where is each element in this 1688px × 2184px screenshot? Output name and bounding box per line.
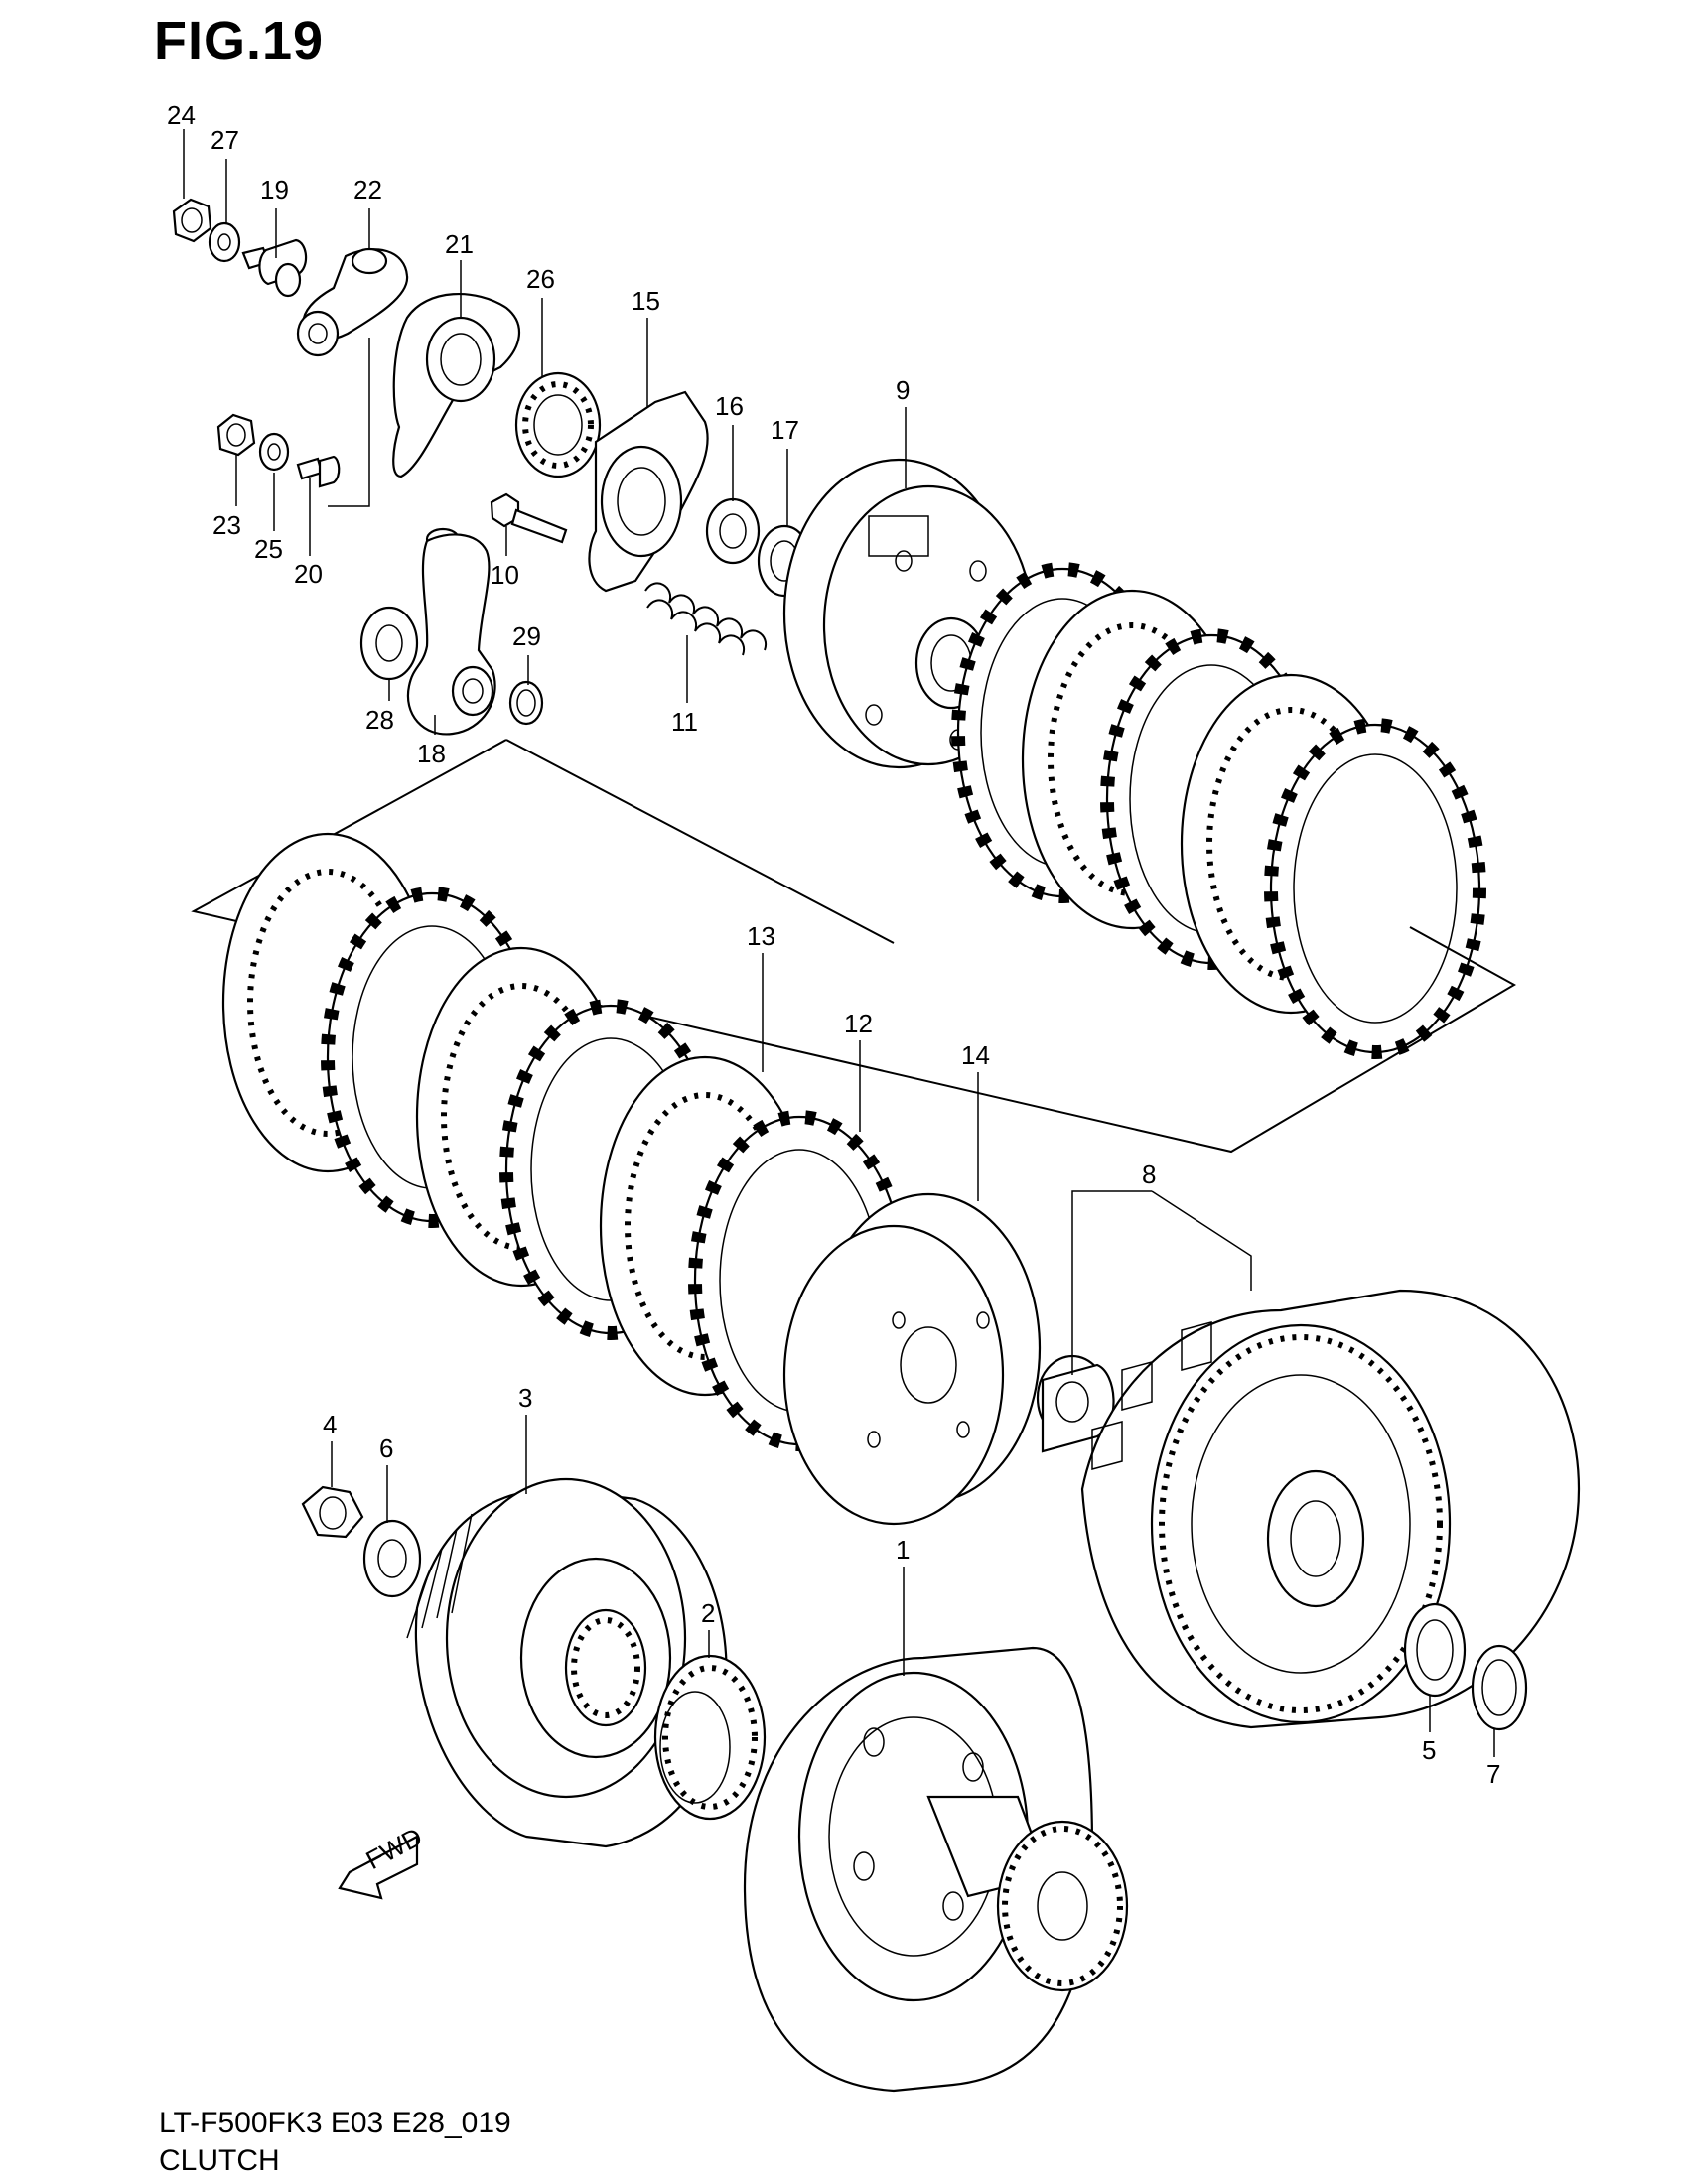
fwd-direction-arrow: FWD [338, 1822, 427, 1900]
part-4-nut[interactable] [301, 1485, 364, 1539]
part-2-needle-bearing[interactable] [653, 1654, 767, 1821]
part-21-release-bracket[interactable] [392, 293, 521, 478]
callout-28: 28 [365, 705, 394, 735]
callout-labels: 24 27 19 22 21 26 15 16 17 9 23 25 20 10… [167, 100, 1500, 1789]
part-25-washer[interactable] [258, 432, 290, 472]
part-28-washer[interactable] [359, 606, 419, 681]
model-code: LT-F500FK3 E03 E28_019 [159, 2107, 511, 2139]
callout-27: 27 [211, 125, 239, 155]
part-8-spacer[interactable] [1036, 1354, 1115, 1453]
callout-22: 22 [353, 175, 382, 205]
callout-17: 17 [771, 415, 799, 445]
part-20-bolt[interactable] [296, 455, 341, 488]
callout-9: 9 [896, 375, 910, 405]
callout-24: 24 [167, 100, 196, 130]
part-29-circlip[interactable] [508, 680, 544, 726]
callout-12: 12 [844, 1009, 873, 1038]
callout-10: 10 [491, 560, 519, 590]
callout-16: 16 [715, 391, 744, 421]
upper-friction-plate-3[interactable] [1264, 718, 1486, 1059]
callout-3: 3 [518, 1383, 532, 1413]
callout-2: 2 [701, 1598, 715, 1628]
callout-14: 14 [961, 1040, 990, 1070]
part-1-clutch-drum[interactable] [743, 1646, 1129, 2093]
callout-13: 13 [747, 921, 775, 951]
callout-18: 18 [417, 739, 446, 768]
callout-5: 5 [1422, 1735, 1436, 1765]
part-27-washer[interactable] [208, 221, 241, 263]
section-name: CLUTCH [159, 2144, 280, 2177]
part-16-bearing[interactable] [705, 497, 761, 565]
callout-4: 4 [323, 1410, 337, 1439]
callout-21: 21 [445, 229, 474, 259]
part-19-bolt[interactable] [241, 238, 308, 298]
part-22-bearing-yoke[interactable] [296, 247, 409, 357]
callout-29: 29 [512, 621, 541, 651]
figure-title: FIG.19 [154, 11, 325, 70]
part-7-washer[interactable] [1471, 1644, 1528, 1731]
part-8-bracket [1071, 1190, 1252, 1375]
callout-23: 23 [212, 510, 241, 540]
callout-11: 11 [671, 707, 698, 737]
part-6-washer[interactable] [362, 1519, 422, 1598]
callout-7: 7 [1486, 1759, 1500, 1789]
part-15-pressure-lifter-plate[interactable] [588, 390, 709, 593]
part-26-bearing[interactable] [514, 371, 602, 478]
part-24-nut[interactable] [172, 198, 212, 243]
part-11-spring[interactable] [644, 582, 768, 656]
callout-20: 20 [294, 559, 323, 589]
callout-26: 26 [526, 264, 555, 294]
part-14-sleeve-hub[interactable] [782, 1192, 1042, 1526]
callout-8: 8 [1142, 1160, 1156, 1189]
part-18-release-arm[interactable] [406, 527, 496, 736]
callout-19: 19 [260, 175, 289, 205]
callout-15: 15 [632, 286, 660, 316]
part-3-one-way-clutch-assembly[interactable] [406, 1477, 728, 1848]
callout-1: 1 [896, 1535, 910, 1565]
part-10-bolt[interactable] [490, 492, 568, 544]
callout-6: 6 [379, 1433, 393, 1463]
callout-25: 25 [254, 534, 283, 564]
part-23-nut[interactable] [216, 413, 256, 457]
leader-lines [183, 129, 1495, 1757]
part-5-washer[interactable] [1403, 1602, 1467, 1698]
